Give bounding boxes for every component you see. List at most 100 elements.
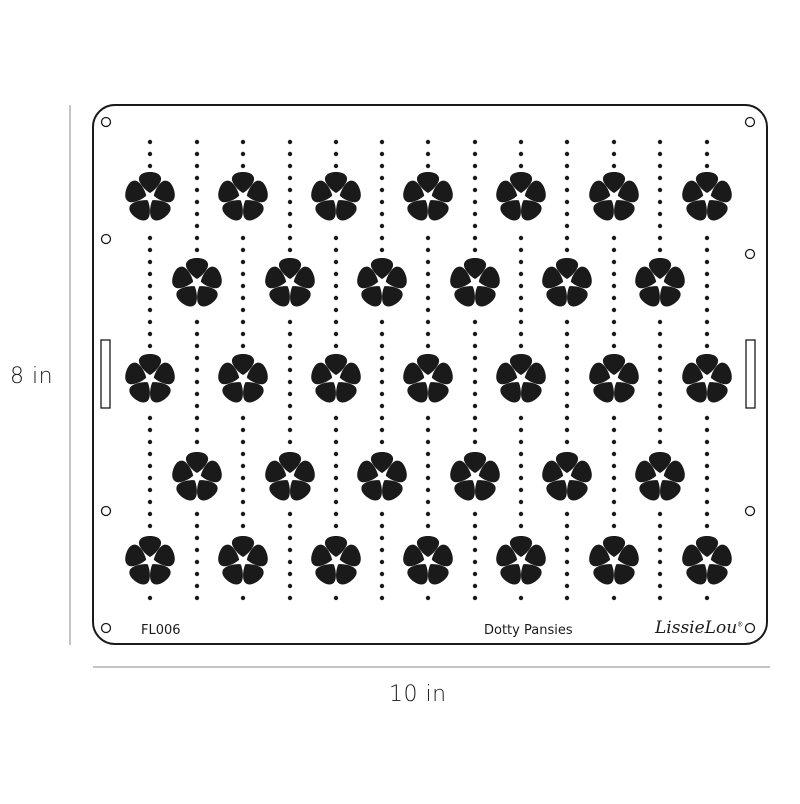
dot xyxy=(240,343,246,349)
mount-hole-icon xyxy=(744,116,756,128)
dot xyxy=(379,163,385,169)
dot xyxy=(333,283,339,289)
mount-hole-icon xyxy=(100,233,112,245)
dot xyxy=(564,331,570,337)
dot xyxy=(194,547,200,553)
dot xyxy=(194,523,200,529)
dot xyxy=(657,175,663,181)
dot xyxy=(147,427,153,433)
dot xyxy=(287,355,293,361)
pansy-flower-icon xyxy=(682,172,732,221)
dot xyxy=(425,499,431,505)
registered-mark: ® xyxy=(737,621,744,629)
dot xyxy=(287,151,293,157)
dot xyxy=(518,511,524,517)
dot xyxy=(472,151,478,157)
pansy-flower-icon xyxy=(403,172,453,221)
pansy-flower-icon xyxy=(496,536,546,585)
dot xyxy=(147,283,153,289)
dot xyxy=(287,391,293,397)
hanging-slot xyxy=(100,339,111,409)
dot xyxy=(472,139,478,145)
dot xyxy=(194,211,200,217)
dot xyxy=(564,535,570,541)
dot xyxy=(704,247,710,253)
pansy-flower-icon xyxy=(218,172,268,221)
mount-hole-icon xyxy=(100,116,112,128)
dot xyxy=(287,595,293,601)
dot xyxy=(657,319,663,325)
dot xyxy=(564,367,570,373)
dot xyxy=(657,223,663,229)
pansy-flower-icon xyxy=(265,452,315,501)
dot xyxy=(564,427,570,433)
dot xyxy=(472,403,478,409)
brand-name: LissieLou xyxy=(655,618,738,638)
stencil-board-outline xyxy=(92,104,768,645)
dot xyxy=(240,247,246,253)
dot xyxy=(657,343,663,349)
pansy-flower-icon xyxy=(589,172,639,221)
dot xyxy=(194,163,200,169)
dot xyxy=(657,535,663,541)
dot xyxy=(518,451,524,457)
dot xyxy=(194,595,200,601)
dot xyxy=(564,199,570,205)
pansy-flower-icon xyxy=(218,536,268,585)
dot xyxy=(287,247,293,253)
dot xyxy=(704,331,710,337)
dot xyxy=(379,187,385,193)
dot xyxy=(611,451,617,457)
mount-hole-icon xyxy=(100,622,112,634)
dot xyxy=(147,247,153,253)
dot xyxy=(704,151,710,157)
dot xyxy=(518,151,524,157)
dot xyxy=(518,163,524,169)
pansy-flower-icon xyxy=(357,452,407,501)
dot xyxy=(472,319,478,325)
dot xyxy=(287,583,293,589)
hanging-slots xyxy=(100,339,756,409)
dot xyxy=(611,499,617,505)
dot xyxy=(333,463,339,469)
dot xyxy=(379,211,385,217)
dot xyxy=(472,331,478,337)
dot xyxy=(333,235,339,241)
stencil-code: FL006 xyxy=(141,623,181,638)
dot xyxy=(194,535,200,541)
dot xyxy=(194,235,200,241)
dot xyxy=(333,331,339,337)
dot xyxy=(611,475,617,481)
dot xyxy=(379,427,385,433)
dot xyxy=(472,247,478,253)
dot xyxy=(472,523,478,529)
dot xyxy=(611,487,617,493)
dot xyxy=(564,223,570,229)
dot xyxy=(240,151,246,157)
dot xyxy=(194,571,200,577)
dot xyxy=(611,259,617,265)
dot xyxy=(518,307,524,313)
dot xyxy=(240,463,246,469)
pansy-flower-icon xyxy=(589,536,639,585)
dot xyxy=(425,511,431,517)
dot xyxy=(518,595,524,601)
pansy-flower-icon xyxy=(357,258,407,307)
dot xyxy=(472,535,478,541)
dot xyxy=(704,283,710,289)
dot xyxy=(564,235,570,241)
dot xyxy=(611,271,617,277)
pansy-flower-icon xyxy=(682,354,732,403)
dot xyxy=(564,175,570,181)
dot xyxy=(147,463,153,469)
dot xyxy=(194,511,200,517)
dot xyxy=(704,271,710,277)
dot xyxy=(194,427,200,433)
width-label: 10 in xyxy=(389,682,447,707)
dot xyxy=(379,355,385,361)
dot xyxy=(379,175,385,181)
dot xyxy=(564,547,570,553)
dot xyxy=(194,223,200,229)
pansy-flower-icon xyxy=(311,536,361,585)
dot xyxy=(657,547,663,553)
